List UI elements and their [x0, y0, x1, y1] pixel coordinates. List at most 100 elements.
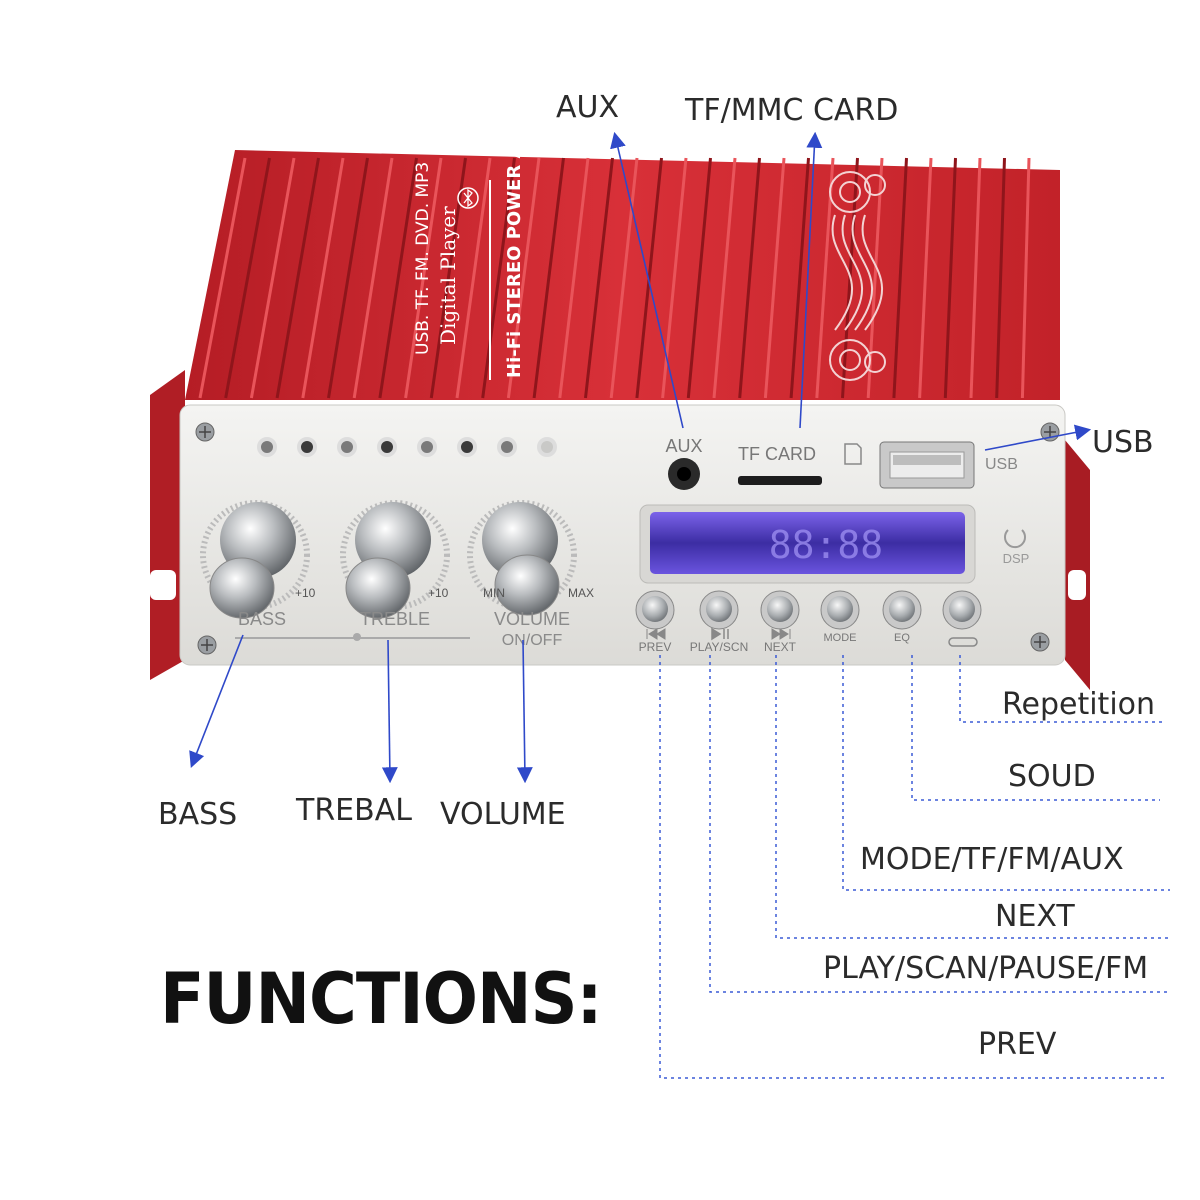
callout-prev: PREV [978, 1027, 1057, 1062]
leader-lines [659, 655, 1170, 1079]
sd-card-icon [844, 443, 862, 465]
heat-fin [198, 157, 247, 399]
treble-knob[interactable] [340, 500, 450, 619]
mode-button[interactable] [820, 590, 860, 630]
led-indicator [497, 437, 517, 457]
callout-treble: TREBAL [296, 793, 412, 828]
heat-fin [686, 157, 712, 399]
heat-fin [995, 157, 1006, 399]
usb-port[interactable] [879, 441, 975, 489]
eq-button[interactable] [882, 590, 922, 630]
right-flange [1065, 440, 1090, 690]
callout-repetition: Repetition [1002, 687, 1156, 722]
led-indicator [337, 437, 357, 457]
next-glyph-icon [771, 628, 791, 640]
leader-mode [842, 655, 1170, 891]
callout-next: NEXT [995, 899, 1075, 934]
arrow-usb [984, 424, 1092, 451]
led-indicator [537, 437, 557, 457]
btn-label-play: PLAY/SCN [690, 640, 748, 654]
heat-fin [404, 157, 443, 399]
repeat-icon [948, 637, 978, 647]
btn-label-mode: MODE [824, 632, 857, 644]
prev-glyph-icon [646, 628, 666, 640]
callout-aux: AUX [556, 90, 620, 125]
callout-bass: BASS [158, 797, 238, 832]
heat-fin [352, 157, 394, 399]
heat-fin [635, 157, 663, 399]
led-indicator [257, 437, 277, 457]
leader-play [709, 655, 1170, 993]
play-glyph-icon [711, 627, 729, 641]
callout-eq: SOUD [1008, 759, 1096, 794]
arrow-aux [610, 131, 684, 429]
heat-fin [712, 157, 737, 399]
bluetooth-icon [457, 187, 479, 209]
screws [195, 422, 1060, 655]
leader-prev [659, 655, 1168, 1079]
callout-play: PLAY/SCAN/PAUSE/FM [823, 951, 1149, 986]
heat-fin [481, 157, 516, 399]
usb-port-label: USB [985, 456, 1018, 473]
heat-fin [327, 157, 369, 399]
top-label-hifi: Hi-Fi STEREO POWER AMPLIFIER [504, 50, 525, 378]
led-indicator [417, 437, 437, 457]
aux-port-label: AUX [665, 436, 702, 456]
prev-button[interactable] [635, 590, 675, 630]
volume-knob[interactable] [467, 500, 577, 616]
heat-fin [429, 157, 467, 399]
led-indicator [377, 437, 397, 457]
arrow-tf [799, 131, 823, 429]
leader-eq [911, 655, 1160, 801]
repeat-button[interactable] [942, 590, 982, 630]
amplifier-body [185, 150, 1060, 400]
bass-knob[interactable] [200, 500, 310, 619]
aux-jack[interactable] [668, 458, 700, 490]
heat-fin [532, 157, 565, 399]
btn-label-next: NEXT [764, 640, 797, 654]
dsp-label: DSP [1003, 551, 1030, 566]
leader-next [775, 655, 1170, 939]
power-led [353, 633, 361, 641]
callout-tf-card: TF/MMC CARD [685, 93, 899, 128]
bass-scale: +10 [295, 586, 316, 600]
volume-scale-min: MIN [483, 586, 505, 600]
callout-volume: VOLUME [440, 797, 566, 832]
functions-heading: FUNCTIONS: [160, 958, 603, 1040]
heat-fin [455, 157, 492, 399]
heat-fin [301, 157, 345, 399]
callout-usb: USB [1092, 425, 1154, 460]
lcd-display [650, 512, 965, 574]
treble-scale: +10 [428, 586, 449, 600]
play-button[interactable] [699, 590, 739, 630]
top-label-digital: Digital Player [436, 206, 460, 345]
btn-label-eq: EQ [894, 632, 910, 644]
right-flange-slot [1068, 570, 1086, 600]
knob-label-volume: VOLUME [494, 609, 570, 629]
tf-card-slot[interactable] [738, 476, 822, 485]
heat-fin [275, 157, 320, 399]
arrow-volume [516, 639, 533, 784]
volume-scale-max: MAX [568, 586, 594, 600]
leader-repetition [959, 655, 1165, 723]
heat-fin [892, 157, 908, 399]
heat-fin [969, 157, 982, 399]
heat-fin [1020, 157, 1031, 399]
heat-fin [558, 157, 590, 399]
heat-fins [198, 157, 1031, 399]
lcd-digits: 88:88 [769, 523, 883, 567]
heat-fin [943, 157, 957, 399]
heat-fin [224, 157, 271, 399]
led-indicator-row [257, 437, 557, 457]
led-indicator [457, 437, 477, 457]
knob-label-treble: TREBLE [360, 609, 430, 629]
knob-label-bass: BASS [238, 609, 286, 629]
callout-arrows [189, 131, 1092, 784]
next-button[interactable] [760, 590, 800, 630]
btn-label-prev: PREV [639, 640, 672, 654]
top-label-formats: USB. TF. FM. DVD. MP3 [413, 162, 433, 355]
led-indicator [297, 437, 317, 457]
music-staff-icon [829, 171, 886, 381]
heat-fin [506, 157, 541, 399]
